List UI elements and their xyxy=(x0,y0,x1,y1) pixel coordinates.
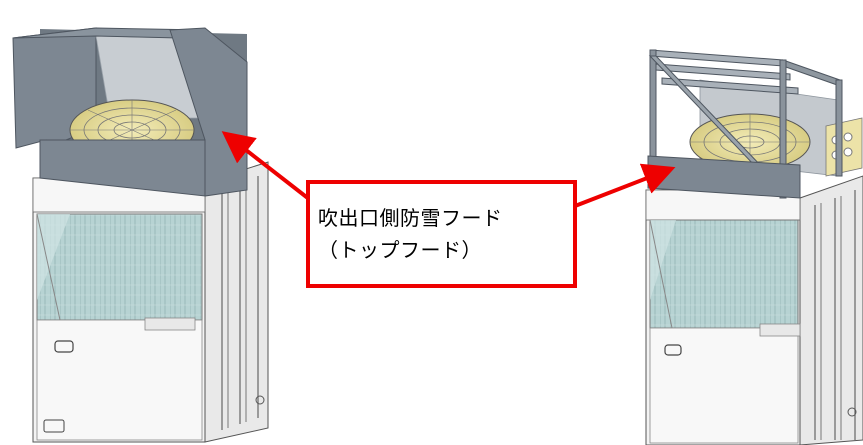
left-pointer-arrow xyxy=(221,131,320,208)
right-unit-side-panel xyxy=(799,175,863,445)
callout-subtitle: （トップフード） xyxy=(318,238,482,262)
left-outdoor-unit xyxy=(12,27,269,443)
right-unit-coil xyxy=(649,219,799,329)
right-outdoor-unit xyxy=(645,49,863,445)
right-hood-frame xyxy=(647,49,843,199)
right-unit-handle-slot xyxy=(664,344,682,356)
right-pointer-arrow xyxy=(574,163,676,208)
left-unit-handle-slot xyxy=(54,340,74,353)
callout-label-box: 吹出口側防雪フード （トップフード） xyxy=(306,180,577,288)
callout-arrows xyxy=(221,131,676,208)
callout-title: 吹出口側防雪フード xyxy=(318,206,503,230)
left-hood-front-lip xyxy=(39,139,206,197)
